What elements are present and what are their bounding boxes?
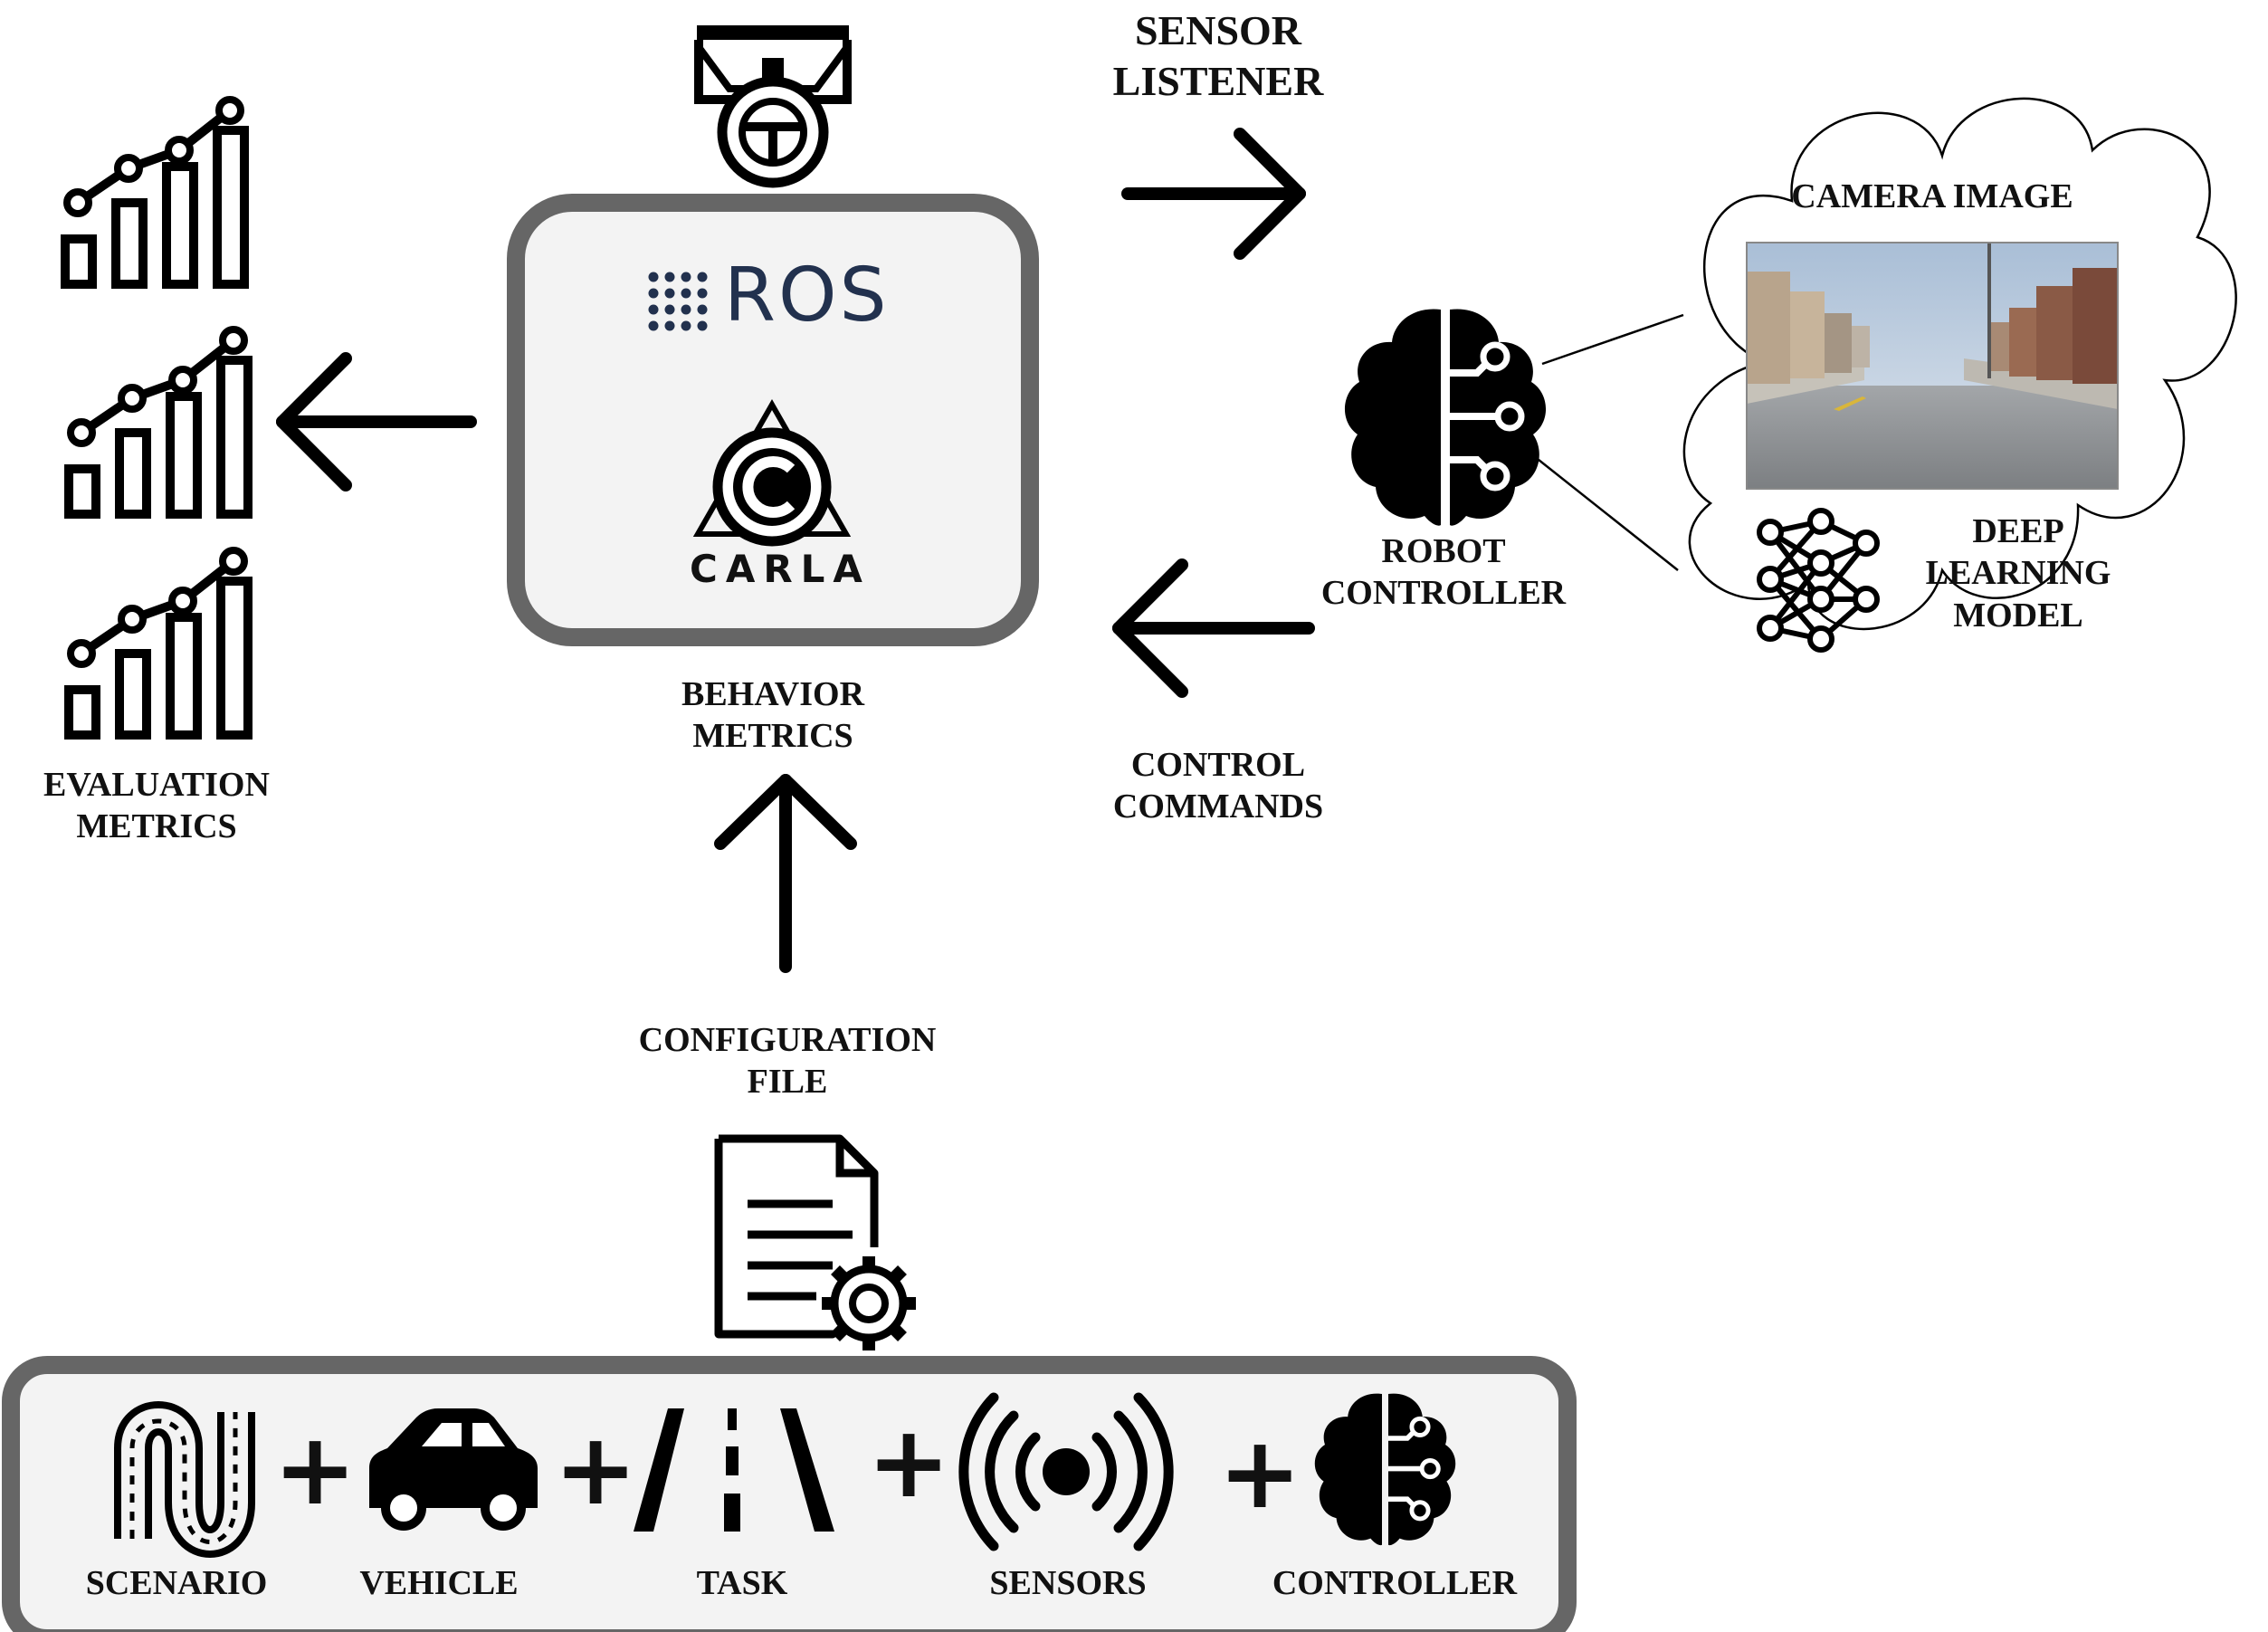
car-icon bbox=[369, 1408, 538, 1531]
sensors-label: SENSORS bbox=[989, 1564, 1147, 1602]
camera-image bbox=[1746, 242, 2119, 490]
evaluation-metrics-label: EVALUATION METRICS bbox=[43, 766, 270, 846]
configuration-box bbox=[2, 1356, 1577, 1632]
sensor-signal-icon bbox=[958, 1392, 1174, 1551]
connector-line bbox=[1529, 452, 1679, 571]
deep-learning-model-label: DEEP LEARNING MODEL bbox=[1925, 512, 2111, 635]
brain-circuit-icon bbox=[1345, 309, 1546, 525]
camera-image-label: CAMERA IMAGE bbox=[1791, 177, 2073, 215]
bar-chart-trend-icon bbox=[69, 550, 248, 735]
road-scenario-icon bbox=[114, 1401, 255, 1558]
plus-sign: + bbox=[1218, 1415, 1302, 1531]
bar-chart-trend-icon bbox=[65, 100, 244, 284]
arrow-up-configuration bbox=[714, 774, 857, 973]
plus-sign: + bbox=[867, 1404, 951, 1520]
controller-label: CONTROLLER bbox=[1272, 1564, 1518, 1602]
document-gear-icon bbox=[714, 1134, 916, 1350]
plus-sign: + bbox=[554, 1411, 638, 1527]
arrow-left-evaluation bbox=[276, 352, 477, 492]
arrow-left-control bbox=[1112, 558, 1315, 698]
bar-chart-trend-icon bbox=[69, 329, 248, 514]
behavior-metrics-label: BEHAVIOR METRICS bbox=[681, 675, 865, 756]
scenario-label: SCENARIO bbox=[85, 1564, 268, 1602]
carla-wordmark: CARLA bbox=[690, 547, 871, 591]
ros-logo-dots bbox=[648, 272, 708, 331]
ros-carla-box bbox=[507, 194, 1039, 646]
configuration-file-label: CONFIGURATION FILE bbox=[638, 1021, 937, 1102]
lane-road-icon bbox=[634, 1408, 834, 1532]
ros-wordmark: ROS bbox=[724, 253, 890, 339]
connector-line bbox=[1541, 313, 1684, 366]
steering-wheel-icon bbox=[694, 25, 852, 188]
plus-sign: + bbox=[273, 1411, 357, 1527]
task-label: TASK bbox=[696, 1564, 788, 1602]
vehicle-label: VEHICLE bbox=[359, 1564, 519, 1602]
control-commands-label: CONTROL COMMANDS bbox=[1112, 746, 1324, 826]
neural-network-icon bbox=[1757, 508, 1880, 653]
arrow-right-sensor bbox=[1121, 128, 1306, 260]
carla-logo-icon bbox=[692, 398, 852, 547]
robot-controller-label: ROBOT CONTROLLER bbox=[1320, 532, 1567, 613]
sensor-listener-label: SENSOR LISTENER bbox=[1112, 7, 1324, 105]
